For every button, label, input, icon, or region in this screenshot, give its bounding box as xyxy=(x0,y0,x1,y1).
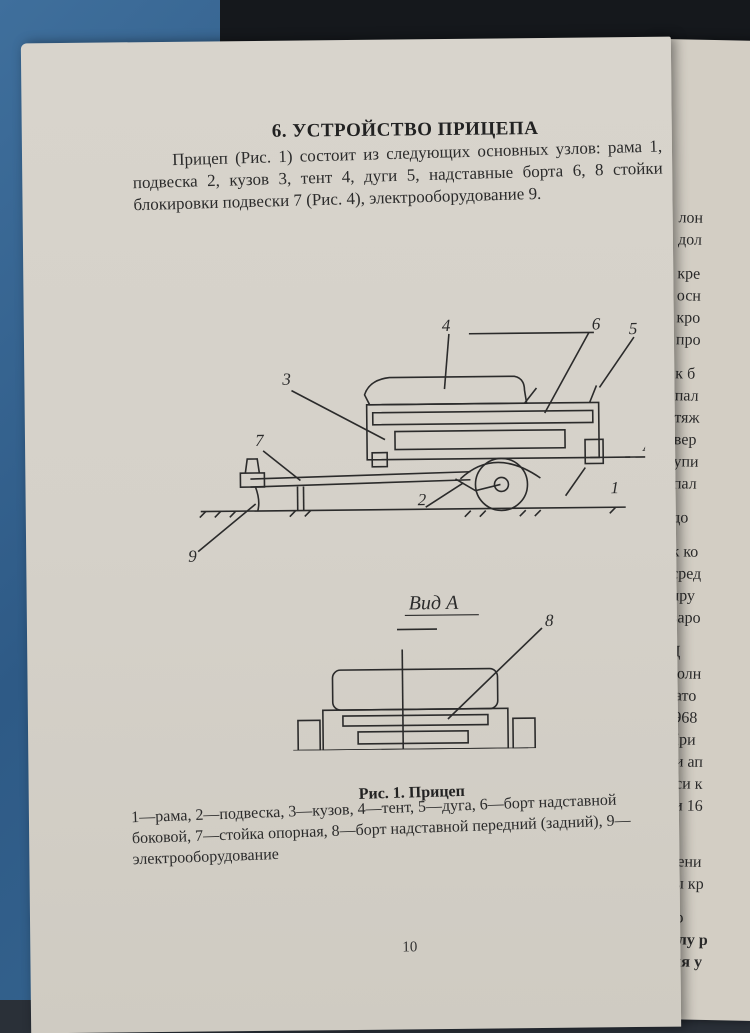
callout-4: 4 xyxy=(442,316,451,335)
arrow-label-A: А xyxy=(642,436,648,455)
facing-page-line: кре xyxy=(677,265,700,283)
figure-caption-legend: 1—рама, 2—подвеска, 3—кузов, 4—тент, 5—д… xyxy=(131,788,673,871)
side-board xyxy=(373,410,593,424)
facing-page-line: пал xyxy=(673,475,697,493)
callout-9: 9 xyxy=(188,547,197,566)
callout-2: 2 xyxy=(418,490,427,509)
trailer-figure: 4 6 5 3 7 9 2 1 8 А Вид А xyxy=(143,277,648,752)
facing-page-line: про xyxy=(676,331,701,350)
facing-page-line: тяж xyxy=(674,409,700,428)
facing-page-line: кро xyxy=(676,309,700,327)
callout-1: 1 xyxy=(610,478,619,497)
facing-page-line: пал xyxy=(675,387,699,405)
callout-7: 7 xyxy=(255,431,265,450)
drawbar xyxy=(250,472,470,479)
book-page: 6. УСТРОЙСТВО ПРИЦЕПА Прицеп (Рис. 1) со… xyxy=(21,37,681,1033)
callout-6: 6 xyxy=(592,314,601,333)
wheel xyxy=(475,458,528,511)
facing-page-line: к б xyxy=(675,365,695,383)
facing-page-line: вер xyxy=(674,431,697,449)
callout-3: 3 xyxy=(281,370,291,389)
facing-page-line: дол xyxy=(678,231,702,249)
view-label: Вид А xyxy=(409,592,460,615)
facing-page-line: лон xyxy=(678,209,703,228)
ground-line xyxy=(201,507,626,511)
facing-page-line: осн xyxy=(677,287,701,305)
section-paragraph: Прицеп (Рис. 1) состоит из следующих осн… xyxy=(132,135,664,216)
callout-8: 8 xyxy=(545,611,554,630)
callout-5: 5 xyxy=(629,319,638,338)
page-number: 10 xyxy=(402,939,417,956)
rear-tent xyxy=(332,668,497,710)
facing-page-line: упи xyxy=(673,453,698,472)
